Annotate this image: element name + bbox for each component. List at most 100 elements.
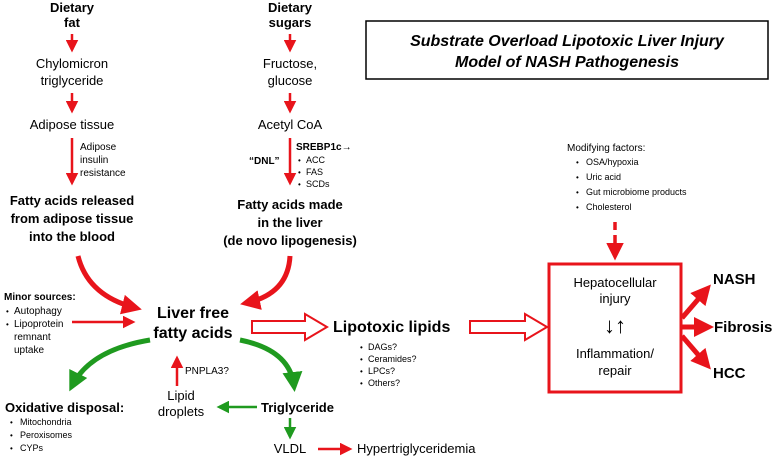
svg-text:fatty acids: fatty acids: [153, 325, 232, 342]
svg-text:Autophagy: Autophagy: [14, 306, 62, 317]
svg-text:into the blood: into the blood: [29, 229, 115, 244]
arrow-liver-ffa-to-oxidative: [69, 337, 151, 392]
svg-text:uptake: uptake: [14, 345, 44, 356]
svg-text:Mitochondria: Mitochondria: [20, 417, 72, 427]
arrow-to-nash: [680, 284, 711, 320]
svg-text:Modifying factors:: Modifying factors:: [567, 143, 645, 154]
hypertriglyceridemia-node: Hypertriglyceridemia: [357, 441, 476, 456]
modifying-factors-list: Modifying factors: • OSA/hypoxia • Uric …: [567, 143, 687, 212]
nash-outcome: NASH: [713, 271, 756, 288]
svg-text:injury: injury: [599, 291, 631, 306]
svg-text:•: •: [360, 367, 363, 376]
lipotoxic-lipids-heading: Lipotoxic lipids: [333, 319, 450, 336]
lipotoxic-lipids-list: • DAGs? • Ceramides? • LPCs? • Others?: [360, 342, 417, 388]
svg-text:•: •: [576, 188, 579, 197]
hepatocellular-injury-label: Hepatocellular injury: [573, 275, 657, 306]
minor-sources-list: Minor sources: • Autophagy • Lipoprotein…: [4, 292, 76, 356]
arrow-liver-ffa-to-lipotoxic: [251, 312, 329, 342]
svg-text:•: •: [6, 307, 9, 316]
svg-text:droplets: droplets: [158, 404, 205, 419]
oxidative-disposal-list: Oxidative disposal: • Mitochondria • Per…: [5, 400, 124, 453]
svg-text:•: •: [10, 444, 13, 453]
svg-text:Gut microbiome products: Gut microbiome products: [586, 187, 687, 197]
svg-text:Peroxisomes: Peroxisomes: [20, 430, 73, 440]
adipose-tissue-node: Adipose tissue: [30, 117, 115, 132]
svg-text:Ceramides?: Ceramides?: [368, 354, 417, 364]
svg-text:•: •: [576, 158, 579, 167]
liver-free-fatty-acids-node: Liver free fatty acids: [153, 305, 232, 342]
fibrosis-outcome: Fibrosis: [714, 319, 772, 336]
svg-text:Lipid: Lipid: [167, 388, 194, 403]
svg-text:•: •: [360, 343, 363, 352]
svg-text:•: •: [360, 355, 363, 364]
dietary-fat-node: Dietary fat: [50, 0, 95, 30]
svg-text:•: •: [576, 173, 579, 182]
pnpla3-label: PNPLA3?: [185, 366, 229, 377]
svg-text:triglyceride: triglyceride: [41, 73, 104, 88]
svg-text:Uric acid: Uric acid: [586, 172, 621, 182]
svg-text:Hepatocellular: Hepatocellular: [573, 275, 657, 290]
svg-text:ACC: ACC: [306, 155, 326, 165]
dnl-enzymes-list: • ACC • FAS • SCDs: [298, 155, 330, 189]
svg-text:Liver free: Liver free: [157, 305, 229, 322]
lipid-droplets-node: Lipid droplets: [158, 388, 205, 419]
srebp1c-label: SREBP1c→: [296, 142, 352, 153]
svg-text:Others?: Others?: [368, 378, 400, 388]
svg-text:•: •: [298, 180, 301, 189]
arrow-lipotoxic-to-injury: [469, 312, 549, 342]
svg-text:fat: fat: [64, 15, 81, 30]
chylomicron-node: Chylomicron triglyceride: [36, 56, 108, 88]
svg-text:in the liver: in the liver: [257, 215, 322, 230]
svg-text:Fatty acids made: Fatty acids made: [237, 197, 343, 212]
injury-box: [547, 262, 683, 394]
svg-text:•: •: [298, 168, 301, 177]
svg-text:•: •: [576, 203, 579, 212]
svg-text:Dietary: Dietary: [268, 0, 313, 15]
svg-text:repair: repair: [598, 363, 632, 378]
svg-text:•: •: [10, 431, 13, 440]
inflammation-repair-label: Inflammation/ repair: [576, 346, 654, 378]
svg-text:CYPs: CYPs: [20, 443, 44, 453]
arrow-to-hcc: [680, 334, 711, 370]
fatty-acids-made-node: Fatty acids made in the liver (de novo l…: [223, 197, 357, 248]
svg-text:glucose: glucose: [268, 73, 313, 88]
fatty-acids-released-node: Fatty acids released from adipose tissue…: [10, 193, 134, 244]
fructose-glucose-node: Fructose, glucose: [263, 56, 317, 88]
hcc-outcome: HCC: [713, 365, 746, 382]
svg-text:Lipoprotein: Lipoprotein: [14, 319, 63, 330]
triglyceride-node: Triglyceride: [261, 400, 334, 415]
arrow-released-to-liver-ffa: [75, 255, 142, 315]
svg-text:Fructose,: Fructose,: [263, 56, 317, 71]
svg-text:Minor sources:: Minor sources:: [4, 292, 76, 303]
dietary-sugars-node: Dietary sugars: [268, 0, 313, 30]
svg-text:FAS: FAS: [306, 167, 323, 177]
svg-text:Adipose: Adipose: [80, 142, 117, 153]
svg-text:insulin: insulin: [80, 155, 108, 166]
svg-text:resistance: resistance: [80, 168, 126, 179]
svg-text:Fatty acids released: Fatty acids released: [10, 193, 134, 208]
title-box: [365, 20, 769, 80]
svg-text:from adipose tissue: from adipose tissue: [11, 211, 134, 226]
svg-text:•: •: [298, 156, 301, 165]
svg-text:Cholesterol: Cholesterol: [586, 202, 632, 212]
svg-text:remnant: remnant: [14, 332, 51, 343]
title-line-2: Model of NASH Pathogenesis: [455, 54, 679, 71]
svg-text:LPCs?: LPCs?: [368, 366, 395, 376]
svg-text:•: •: [6, 320, 9, 329]
bidirectional-arrows: ↓↑: [604, 313, 626, 338]
title-line-1: Substrate Overload Lipotoxic Liver Injur…: [410, 33, 725, 50]
acetyl-coa-node: Acetyl CoA: [258, 117, 323, 132]
svg-text:Oxidative disposal:: Oxidative disposal:: [5, 400, 124, 415]
svg-text:•: •: [360, 379, 363, 388]
arrow-liver-ffa-to-triglyceride: [239, 337, 303, 392]
svg-text:•: •: [10, 418, 13, 427]
vldl-node: VLDL: [274, 441, 307, 456]
svg-text:(de novo lipogenesis): (de novo lipogenesis): [223, 233, 357, 248]
svg-text:sugars: sugars: [269, 15, 312, 30]
svg-text:Dietary: Dietary: [50, 0, 95, 15]
arrow-made-to-liver-ffa: [240, 255, 293, 310]
svg-text:Chylomicron: Chylomicron: [36, 56, 108, 71]
svg-text:Inflammation/: Inflammation/: [576, 346, 654, 361]
dnl-label: “DNL”: [249, 156, 280, 167]
